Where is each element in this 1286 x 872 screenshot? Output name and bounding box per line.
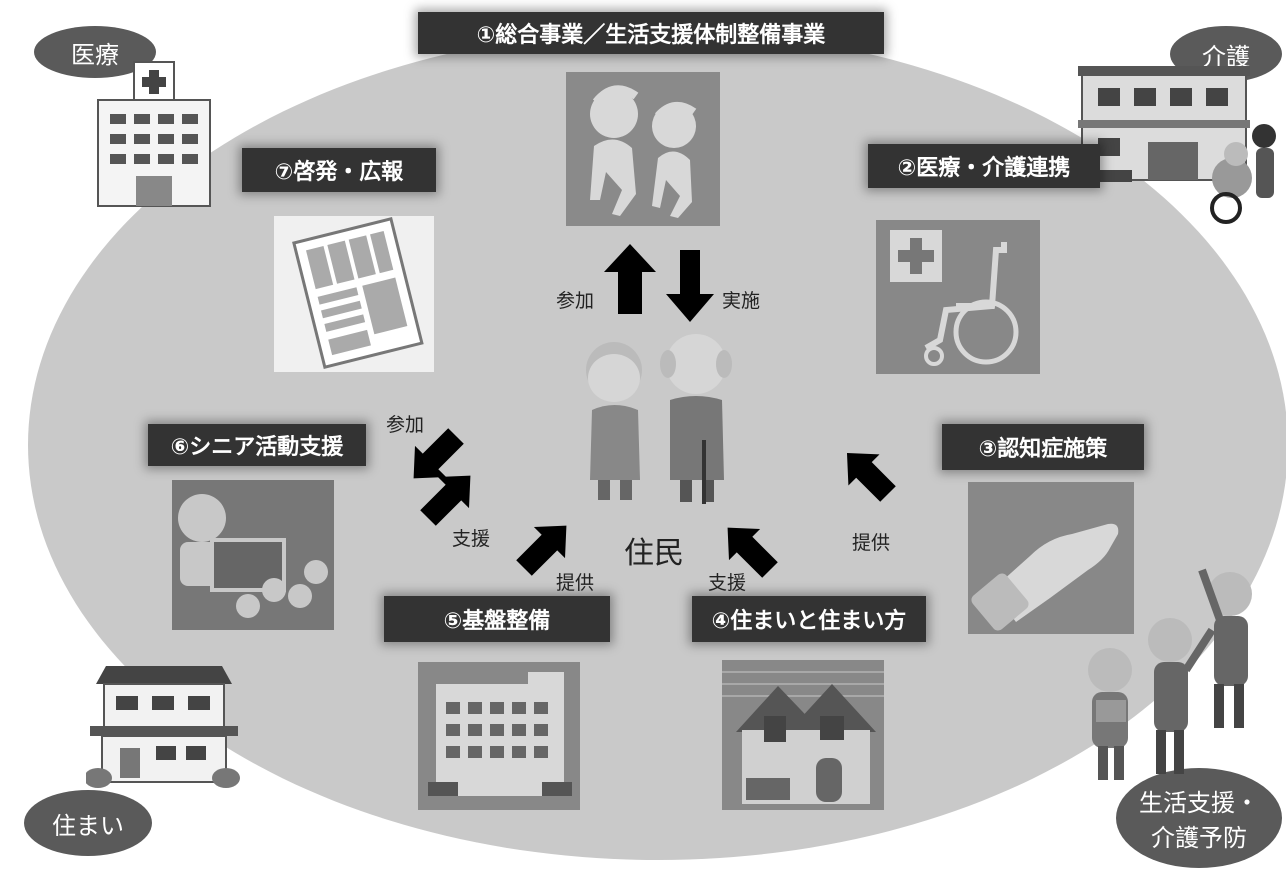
measure-1-label: ①総合事業／生活支援体制整備事業 [418, 12, 884, 54]
house-illustration [86, 660, 242, 790]
measure-7-label: ⑦啓発・広報 [242, 148, 436, 192]
care-facility-illustration [1072, 58, 1286, 230]
arrow-label-m6-out: 参加 [386, 414, 425, 436]
arrow-label-m1-up: 参加 [556, 290, 595, 312]
measure-3-hand-illustration [968, 482, 1134, 634]
measure-5-label: ⑤基盤整備 [384, 596, 610, 642]
arrow-m3-provide [846, 452, 896, 502]
measure-2-label: ②医療・介護連携 [868, 144, 1100, 188]
arrow-m6-support [420, 475, 471, 526]
housing-badge: 住まい [24, 790, 152, 856]
measure-2-wheelchair-illustration [876, 220, 1040, 374]
arrow-m1-implement [666, 250, 714, 322]
arrow-label-m5: 提供 [556, 572, 595, 594]
measure-4-label: ④住まいと住まい方 [692, 596, 926, 642]
measure-5-building-illustration [418, 662, 580, 810]
arrow-label-m6-in: 支援 [452, 528, 491, 550]
measure-6-storytelling-illustration [172, 480, 334, 630]
arrow-m6-participate [413, 428, 464, 479]
measure-4-house-illustration [722, 660, 884, 810]
arrow-label-m3: 提供 [852, 532, 891, 554]
residents-label: 住民 [624, 536, 684, 571]
arrow-label-m4: 支援 [708, 572, 747, 594]
arrow-label-m1-down: 実施 [722, 290, 761, 312]
measure-3-label: ③認知症施策 [942, 424, 1144, 470]
measure-6-label: ⑥シニア活動支援 [148, 424, 366, 466]
arrow-m1-participate [604, 244, 656, 314]
life-support-badge: 生活支援・ 介護予防 [1116, 768, 1282, 868]
arrow-m4-support [727, 527, 778, 578]
exercising-elders-illustration [1062, 560, 1286, 788]
hospital-illustration [92, 58, 216, 210]
measure-1-exercise-illustration [566, 72, 720, 226]
measure-7-pamphlet-illustration [274, 216, 434, 372]
life-support-line1: 生活支援・ [1139, 789, 1259, 817]
residents-elderly-couple-illustration [570, 330, 746, 506]
arrow-m5-provide [516, 525, 567, 576]
life-support-line2: 介護予防 [1151, 824, 1247, 852]
